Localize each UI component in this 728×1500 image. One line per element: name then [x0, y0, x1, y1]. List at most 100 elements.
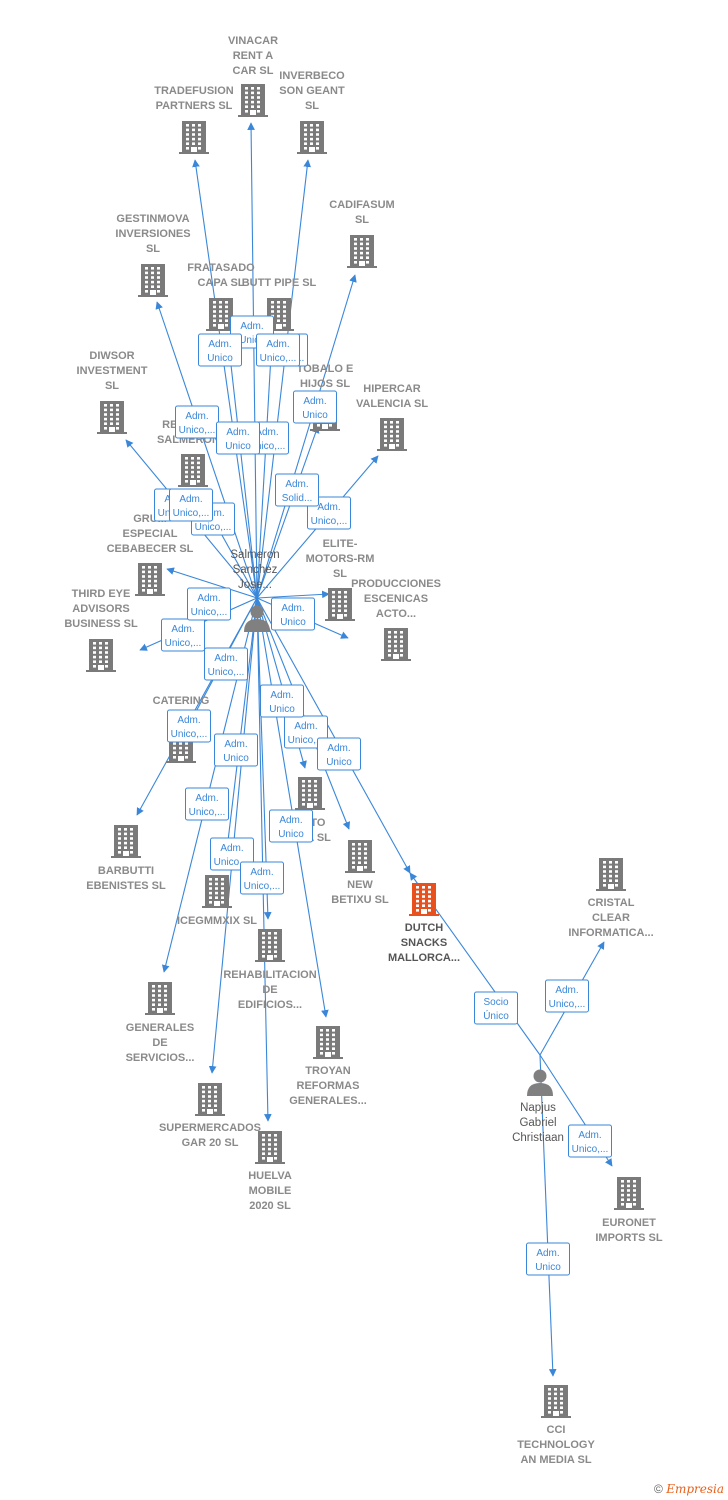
- relation-label-salmeron-gestinmova[interactable]: Adm.Unico,...: [175, 405, 219, 439]
- relation-label-text: Unico,...: [208, 667, 245, 678]
- relation-label-salmeron-new_betixu[interactable]: Adm.Unico,...: [284, 715, 328, 749]
- company-label: PARTNERS SL: [156, 100, 233, 112]
- company-label: HIPERCAR: [363, 383, 421, 395]
- building-icon: [325, 588, 355, 621]
- relation-label-text: Unico: [269, 704, 295, 715]
- relation-label-napjus-cristal[interactable]: Adm.Unico,...: [545, 979, 589, 1013]
- company-label: DE: [152, 1037, 167, 1049]
- company-node-generales[interactable]: GENERALESDESERVICIOS...: [126, 982, 195, 1064]
- relation-label-napjus-cci[interactable]: Adm.Unico: [526, 1242, 570, 1276]
- company-label: SERVICIOS...: [126, 1052, 195, 1064]
- company-label: THIRD EYE: [72, 588, 131, 600]
- relation-label-text: Unico,...: [191, 607, 228, 618]
- company-node-producciones[interactable]: PRODUCCIONESESCENICASACTO...: [351, 578, 441, 661]
- company-label: ADVISORS: [72, 603, 129, 615]
- relation-label-text: Adm.: [555, 985, 578, 996]
- relation-label-salmeron-generales[interactable]: Adm.Unico,...: [187, 587, 231, 621]
- relation-label-salmeron-barbutti[interactable]: Adm.Unico,...: [185, 787, 229, 821]
- edge-salmeron-icegmmxix: [221, 597, 258, 867]
- company-label: VALENCIA SL: [356, 398, 428, 410]
- relation-label-text: Solid...: [282, 493, 313, 504]
- brand-logo: Empresia: [666, 1482, 724, 1496]
- relation-label-salmeron-huelva[interactable]: Adm.Unico: [214, 733, 258, 767]
- relation-label-text: Adm.: [294, 721, 317, 732]
- relation-label-salmeron-third_eye[interactable]: Adm.Unico,...: [161, 618, 205, 652]
- relation-label-text: Adm.: [536, 1248, 559, 1259]
- relation-label-salmeron-rehabilitacion[interactable]: Adm.Unico,...: [240, 861, 284, 895]
- relation-label-text: Socio: [483, 997, 508, 1008]
- company-label: REHABILITACION: [223, 969, 316, 981]
- relation-label-salmeron-supermercados[interactable]: Adm.Unico,...: [204, 647, 248, 681]
- relation-label-text: Adm.: [279, 815, 302, 826]
- copyright-symbol: ©: [654, 1482, 663, 1496]
- footer-brand[interactable]: © Empresia: [654, 1482, 724, 1496]
- relation-label-salmeron-producciones[interactable]: Adm.Unico: [271, 597, 315, 631]
- relation-label-napjus-euronet[interactable]: Adm.Unico,...: [568, 1124, 612, 1158]
- relation-label-salmeron-fratasado[interactable]: Adm.Unico: [216, 421, 260, 455]
- relation-label-salmeron-auto[interactable]: Adm.Unico: [269, 809, 313, 843]
- company-label: EBENISTES SL: [86, 880, 166, 892]
- building-icon: [295, 777, 325, 810]
- relation-label-text: Adm.: [185, 411, 208, 422]
- company-label: BUTT PIPE SL: [242, 277, 317, 289]
- building-icon: [238, 84, 268, 117]
- company-label: MOTORS-RM: [306, 553, 375, 565]
- edge-salmeron-tobalo: [256, 425, 320, 599]
- relation-label-text: Adm.: [177, 715, 200, 726]
- person-node-salmeron[interactable]: SalmeronSanchezJose...: [230, 549, 280, 632]
- relation-label-salmeron-grupo[interactable]: Adm.Unico,...: [169, 488, 213, 522]
- relation-label-salmeron-dutch[interactable]: Adm.Unico: [317, 737, 361, 771]
- edge-salmeron-huelva: [256, 597, 272, 1122]
- company-label: CLEAR: [592, 912, 630, 924]
- edge-napjus-cci: [539, 1054, 557, 1377]
- company-label: SL: [105, 380, 119, 392]
- company-label: MOBILE: [249, 1185, 292, 1197]
- company-label: 2020 SL: [249, 1200, 291, 1212]
- building-icon: [111, 825, 141, 858]
- relation-label-salmeron-tobalo[interactable]: Adm.Unico: [293, 390, 337, 424]
- edge-salmeron-vinacar: [247, 122, 258, 599]
- company-label: CEBABECER SL: [107, 543, 194, 555]
- relation-label-text: Unico,...: [195, 522, 232, 533]
- building-icon: [409, 883, 439, 916]
- edge-salmeron-cadifasum: [256, 274, 357, 599]
- relation-label-text: Adm.: [171, 624, 194, 635]
- building-icon: [97, 401, 127, 434]
- company-node-hipercar[interactable]: HIPERCAR VALENCIA SL: [356, 383, 428, 451]
- company-node-rehabilitacion[interactable]: REHABILITACIONDEEDIFICIOS...: [223, 929, 317, 1011]
- company-node-troyan[interactable]: TROYANREFORMASGENERALES...: [289, 1026, 367, 1107]
- person-label: Gabriel: [519, 1117, 556, 1129]
- company-node-dutch[interactable]: DUTCHSNACKSMALLORCA...: [388, 883, 460, 964]
- person-label: Sanchez: [233, 564, 278, 576]
- relation-label-text: Adm.: [270, 690, 293, 701]
- relation-label-salmeron-butt_pipe[interactable]: Adm.Unico,...: [256, 333, 300, 367]
- relation-label-salmeron-elite[interactable]: Adm.Solid...: [275, 473, 319, 507]
- relation-label-salmeron-catering[interactable]: Adm.Unico,...: [167, 709, 211, 743]
- company-node-icegmmxix[interactable]: ICEGMMXIX SL: [177, 875, 257, 927]
- company-label: ACTO...: [376, 608, 416, 620]
- company-label: CCI: [547, 1424, 566, 1436]
- company-node-cristal[interactable]: CRISTALCLEARINFORMATICA...: [568, 858, 654, 939]
- relation-label-salmeron-tradefusion[interactable]: Adm.Unico: [198, 333, 242, 367]
- relation-label-salmeron-troyan[interactable]: Adm. Unico: [260, 684, 304, 718]
- building-icon: [86, 639, 116, 672]
